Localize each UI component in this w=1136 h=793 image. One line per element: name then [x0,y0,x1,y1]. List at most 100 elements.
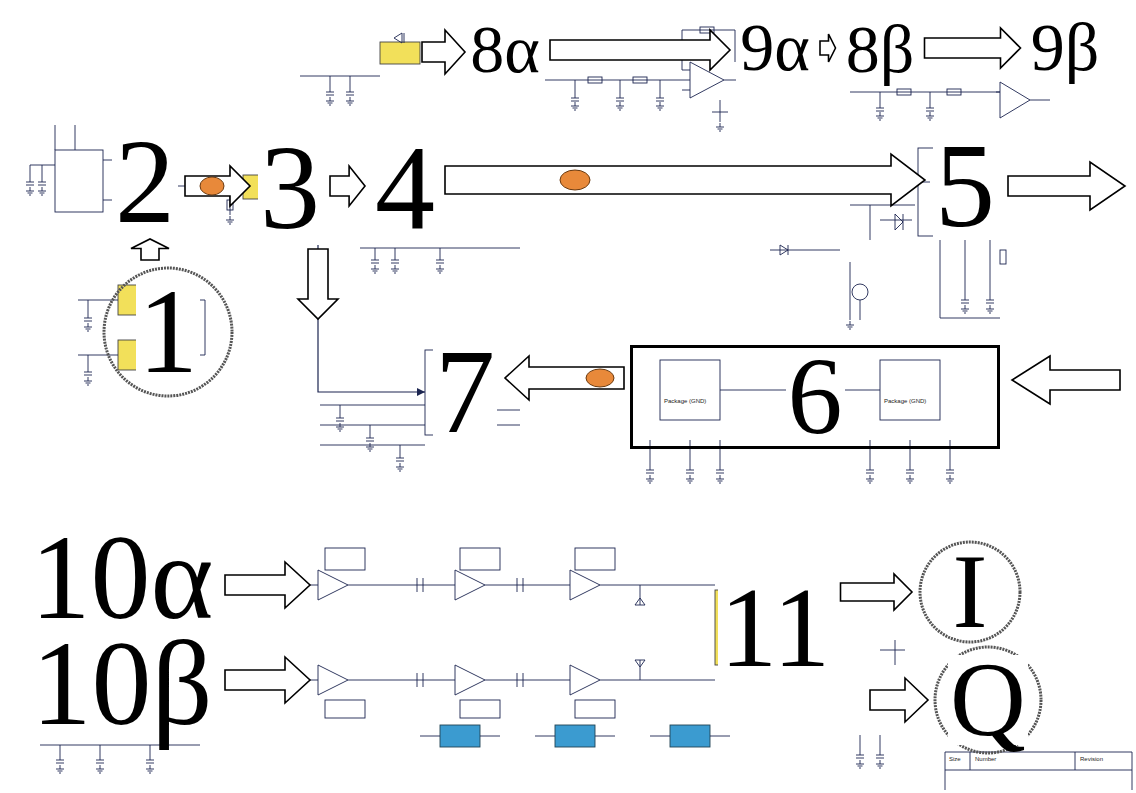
circle-outline-stroke [935,647,1041,753]
schematic-part [616,102,624,110]
schematic-part [346,97,354,105]
flow-arrow [330,166,365,206]
schematic-part [1000,250,1006,264]
callout-text: 5 [933,135,997,237]
schematic-part [38,187,46,195]
block-arrow [505,356,624,400]
block-arrow [820,34,836,62]
flow-arrow [505,356,624,400]
schematic-part [852,284,868,300]
schematic-part [850,92,1000,111]
part-label: Package (GND) [664,398,706,404]
schematic-part [996,82,1050,118]
schematic-part [555,725,595,747]
circled-callout: 1 [102,266,234,398]
circle-outline-stroke [104,268,232,396]
schematic-part [146,765,154,773]
schematic-part [926,112,934,120]
callout-text: Q [948,655,1028,744]
schematic-part [445,182,930,183]
callout-number: 8β [842,21,919,79]
callout-text: 3 [258,137,322,239]
schematic-part [230,196,231,215]
schematic-part [422,30,465,74]
schematic-part [226,216,234,224]
schematic-part [876,760,884,768]
flow-arrow [550,30,730,70]
schematic-part [856,640,905,758]
schematic-part [360,248,520,263]
schematic-part [225,657,310,703]
callout-text: 7 [433,341,497,443]
schematic-part [906,475,914,483]
circled-callout: Q [933,645,1043,755]
callout-number: 11 [716,579,835,677]
schematic-part [440,725,480,747]
callout-number: 5 [931,135,999,237]
schematic-part [96,765,104,773]
schematic-part [310,660,715,695]
schematic-part [947,89,961,95]
schematic-part [56,765,64,773]
schematic-part [846,321,854,329]
block-frame: 6 [630,345,1000,449]
block-arrow [185,166,250,206]
flow-arrow [841,574,913,610]
schematic-part [460,700,500,718]
block-arrow [131,239,169,260]
schematic-part [876,112,884,120]
callout-text: 6 [786,350,845,444]
schematic-part [26,27,1132,790]
block-arrow [841,574,913,610]
schematic-part [897,89,911,95]
schematic-part [670,725,710,747]
callout-number: 10α [27,527,218,629]
schematic-part [870,678,928,722]
schematic-part [575,700,615,718]
part-label: Number [975,756,996,762]
schematic-part [310,570,715,605]
callout-text: 2 [113,131,177,233]
flow-arrow [925,28,1021,68]
callout-text: 4 [373,137,437,239]
schematic-part [84,323,92,331]
schematic-part [460,548,500,570]
schematic-part [84,377,92,385]
callout-number: 10β [27,633,217,735]
callout-text: 10β [29,633,214,735]
block-arrow [298,249,338,319]
schematic-part [682,30,735,98]
schematic-part [366,443,374,451]
callout-number: 7 [431,341,499,443]
callout-number: 9β [1027,19,1104,77]
callout-text: I [951,547,990,636]
schematic-part [961,305,969,313]
schematic-part [560,170,590,190]
callout-number: 4 [371,137,439,239]
schematic-part [945,752,1132,790]
callout-number: 2 [111,131,179,233]
schematic-part [325,700,365,718]
schematic-part [880,360,940,420]
schematic-part [225,562,310,608]
block-arrow [445,154,925,206]
circle-outline-stroke [920,542,1020,642]
schematic-part [588,77,602,83]
part-label: Package (GND) [884,398,926,404]
schematic-part [336,423,344,431]
part-label: Size [949,756,961,762]
schematic-part [856,760,864,768]
schematic-part [227,200,233,210]
callout-text: 8α [468,21,542,79]
callout-number: 9α [736,19,814,77]
flow-arrow [298,245,425,396]
schematic-part [178,186,258,187]
block-arrow [550,30,730,70]
flow-arrow [445,154,925,206]
schematic-part [1012,356,1120,404]
schematic-part [646,475,654,483]
block-arrow [330,166,365,206]
schematic-part [586,369,614,387]
schematic-part [55,150,103,212]
